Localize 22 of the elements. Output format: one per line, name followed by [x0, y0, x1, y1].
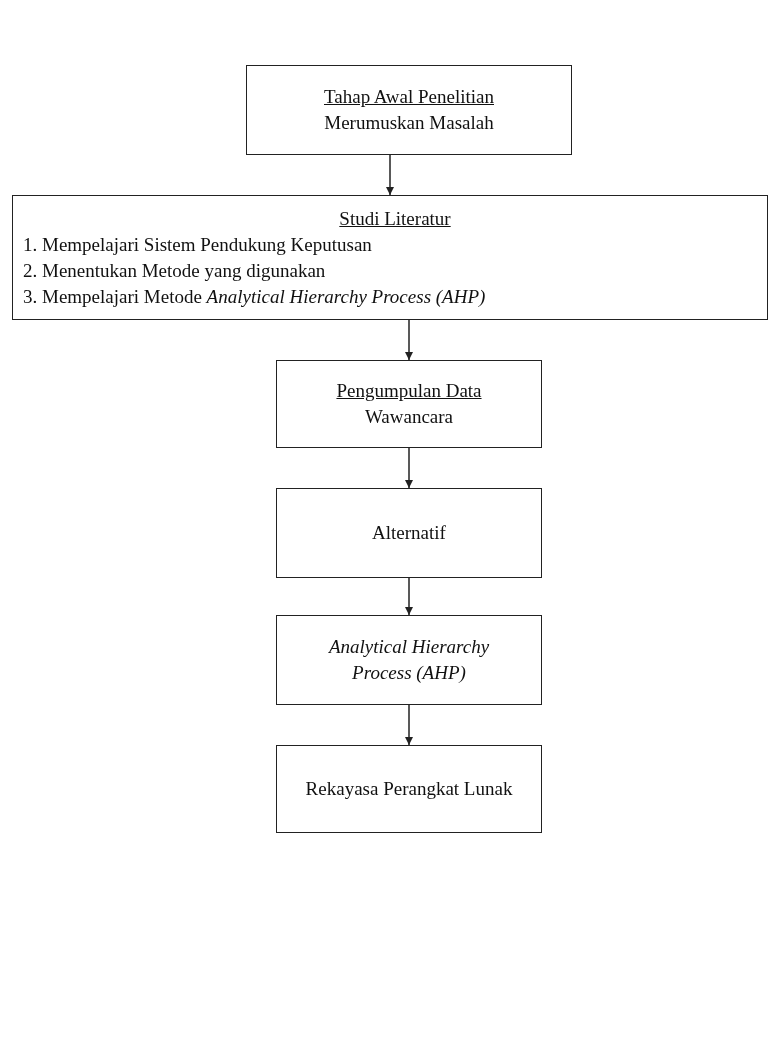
process-box — [276, 360, 542, 448]
box-text-line: Merumuskan Masalah — [324, 111, 494, 135]
arrow — [405, 577, 413, 616]
arrow — [386, 154, 394, 196]
process-box — [276, 488, 542, 578]
box-text: Analytical Hierarchy Process (AHP) — [327, 635, 491, 685]
process-box — [276, 745, 542, 833]
box-text: Alternatif — [372, 521, 446, 545]
box-heading: Pengumpulan Data — [336, 379, 482, 403]
process-box — [12, 195, 768, 320]
process-box — [246, 65, 572, 155]
box-heading: Tahap Awal Penelitian — [324, 85, 494, 109]
arrow — [405, 319, 413, 361]
box-text-line: 2. Menentukan Metode yang digunakan — [23, 258, 326, 283]
box-heading: Studi Literatur — [339, 206, 451, 231]
box-text-line: 3. Mempelajari Metode Analytical Hierarchy Process (AHP) — [23, 284, 486, 309]
arrow — [405, 704, 413, 746]
box-text-line: Wawancara — [364, 405, 454, 429]
box-text-line: 1. Mempelajari Sistem Pendukung Keputusan — [23, 232, 372, 257]
arrow — [405, 447, 413, 489]
process-box — [276, 615, 542, 705]
box-text: Rekayasa Perangkat Lunak — [305, 777, 513, 801]
